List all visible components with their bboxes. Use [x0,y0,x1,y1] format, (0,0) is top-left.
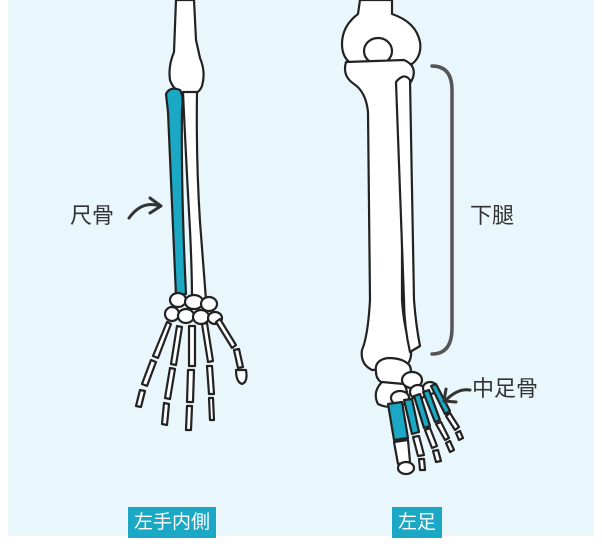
ulna-label: 尺骨 [70,206,114,228]
arm-skeleton [136,0,247,430]
arm-caption-badge: 左手内側 [128,507,216,538]
humerus [170,0,204,94]
lower-leg-bracket [432,66,452,354]
metatarsal-label: 中足骨 [472,379,538,401]
metatarsal-arrow [444,389,470,402]
lower-leg-label: 下腿 [470,206,514,228]
carpal-bones [165,293,222,324]
ulna-arrow [129,198,161,218]
foot-caption-badge: 左足 [392,507,442,538]
radius [183,92,206,300]
ulna-bone [166,89,186,296]
hand-bones [136,319,247,430]
